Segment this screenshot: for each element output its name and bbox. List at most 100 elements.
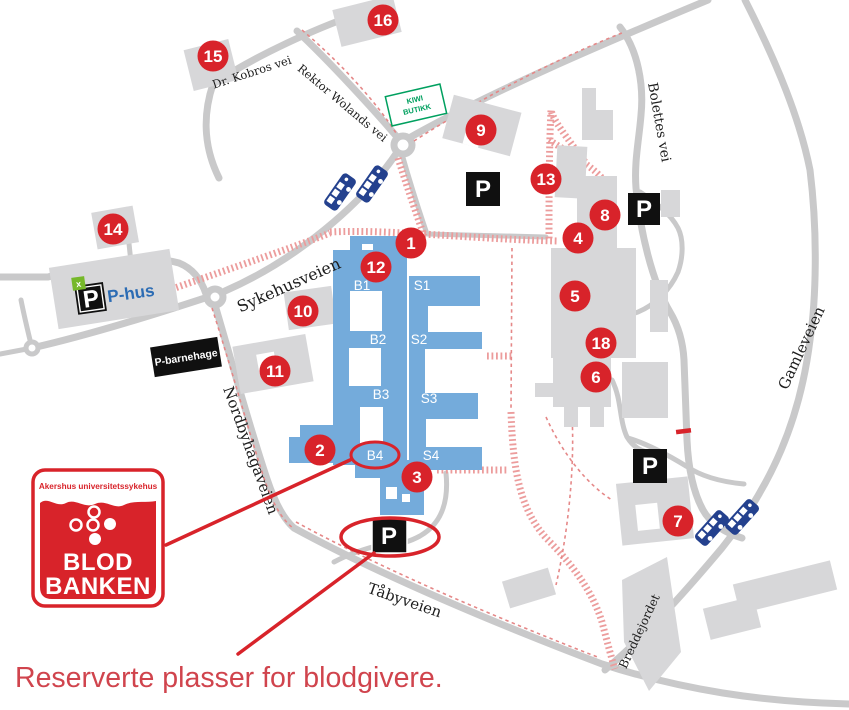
svg-text:1: 1 xyxy=(406,234,415,253)
roundabout-main xyxy=(390,132,416,158)
highlight-ellipse-b4 xyxy=(349,440,401,470)
caption-text: Reserverte plasser for blodgivere. xyxy=(15,662,443,694)
road-closure-mark xyxy=(675,428,692,435)
hospital-s4-wing xyxy=(409,447,482,470)
p-barnehage-sign: P-barnehage xyxy=(150,336,222,378)
parking-signs: P P P P P x P-hus P-barnehage xyxy=(71,172,667,554)
pointer-line-b4 xyxy=(164,458,352,547)
marker-4: 4 xyxy=(562,222,594,254)
svg-text:7: 7 xyxy=(673,512,682,531)
svg-text:10: 10 xyxy=(294,302,313,321)
roundabout-small xyxy=(23,339,41,357)
marker-2: 2 xyxy=(304,434,336,466)
svg-text:11: 11 xyxy=(266,362,284,381)
pointer-line-parking xyxy=(236,551,376,656)
svg-text:14: 14 xyxy=(104,220,123,239)
blodbanken-logo: Akershus universitetssykehus BLOD BANKEN xyxy=(31,468,165,608)
road-gamleveien xyxy=(601,0,819,674)
area-breddejordet xyxy=(622,557,681,691)
p-hus-badge xyxy=(71,276,86,291)
building-se-1 xyxy=(732,560,838,614)
marker-18: 18 xyxy=(585,327,617,359)
marker-13: 13 xyxy=(530,163,562,195)
wing-label-b1: B1 xyxy=(354,278,371,293)
parking-sign-southeast: P xyxy=(633,449,667,483)
path-hatch-13-vertical xyxy=(545,109,588,241)
road-bolettes-vei xyxy=(616,23,746,542)
roundabout-west xyxy=(203,285,227,309)
parking-sign-blood-donors: P xyxy=(371,517,408,554)
marker-11: 11 xyxy=(259,355,291,387)
svg-text:15: 15 xyxy=(204,47,223,66)
wing-label-s3: S3 xyxy=(421,391,438,406)
logo-org-name: Akershus universitetssykehus xyxy=(39,482,158,491)
svg-text:16: 16 xyxy=(374,11,393,30)
p-hus-sign: P x P-hus xyxy=(71,276,156,315)
marker-12: 12 xyxy=(360,251,392,283)
marker-8: 8 xyxy=(589,199,621,231)
svg-text:9: 9 xyxy=(476,121,485,140)
parking-sign-top: P xyxy=(466,172,500,206)
wing-label-s4: S4 xyxy=(423,448,440,463)
wing-label-b4: B4 xyxy=(367,448,384,463)
path-dot-tabyveien xyxy=(295,521,601,659)
svg-text:6: 6 xyxy=(591,368,600,387)
blood-donor-annotations xyxy=(164,440,441,656)
road-west-lower xyxy=(28,294,209,352)
logo-name-line1: BLOD xyxy=(63,549,133,576)
svg-text:3: 3 xyxy=(412,468,421,487)
building-sc xyxy=(501,567,557,609)
marker-6: 6 xyxy=(580,361,612,393)
road-main-entrance xyxy=(399,151,549,240)
marker-3: 3 xyxy=(401,461,433,493)
building-east-south xyxy=(622,362,668,418)
path-hatch-entrance xyxy=(394,156,428,238)
path-dot-kiwi xyxy=(301,29,397,134)
marker-7: 7 xyxy=(662,505,694,537)
svg-text:13: 13 xyxy=(537,170,556,189)
label-bolettes-vei: Bolettes vei xyxy=(644,81,674,164)
hospital-main-complex: B1 B2 B3 B4 S1 S2 S3 S4 xyxy=(289,236,482,515)
marker-15: 15 xyxy=(197,40,229,72)
hospital-s2-wing xyxy=(409,332,482,349)
svg-text:P: P xyxy=(636,196,652,223)
svg-text:P: P xyxy=(642,453,658,480)
path-dot-mid-vertical xyxy=(510,247,513,411)
hospital-s1-wing xyxy=(409,276,480,306)
building-se-2 xyxy=(702,596,762,640)
logo-drop-ring xyxy=(86,518,100,532)
wing-label-b3: B3 xyxy=(373,387,390,402)
logo-drop-solid xyxy=(89,533,101,545)
road-rektor-wolands-vei xyxy=(293,27,401,141)
marker-1: 1 xyxy=(395,227,427,259)
parking-sign-right: P xyxy=(628,193,660,225)
kiwi-label-line1: KIWI xyxy=(406,93,424,106)
svg-text:P: P xyxy=(475,176,491,203)
kiwi-store-sign: KIWI BUTIKK xyxy=(384,83,448,127)
marker-5: 5 xyxy=(559,280,591,312)
svg-text:12: 12 xyxy=(367,258,386,277)
hospital-s3-wing xyxy=(409,393,478,419)
p-hus-badge-x: x xyxy=(75,279,81,290)
svg-text:18: 18 xyxy=(592,334,611,353)
wing-label-s1: S1 xyxy=(414,278,431,293)
wing-label-b2: B2 xyxy=(370,332,387,347)
marker-16: 16 xyxy=(367,4,399,36)
svg-text:8: 8 xyxy=(600,206,609,225)
svg-text:2: 2 xyxy=(315,441,324,460)
numbered-markers: 1 2 3 4 5 6 7 8 9 10 11 12 13 14 15 16 1… xyxy=(97,4,694,537)
marker-9: 9 xyxy=(465,114,497,146)
marker-14: 14 xyxy=(97,213,129,245)
path-hatch-north-edge xyxy=(329,227,559,245)
logo-drop-ring xyxy=(87,505,101,519)
svg-text:5: 5 xyxy=(570,287,579,306)
svg-text:P: P xyxy=(81,285,101,314)
path-dot-nordbyhagaveien xyxy=(211,307,294,529)
logo-blood-shape xyxy=(40,500,156,599)
building-bolettes xyxy=(582,88,613,140)
path-dot-right xyxy=(545,416,613,501)
hospital-spine xyxy=(394,250,407,480)
road-nordbyhagaveien xyxy=(211,301,298,532)
